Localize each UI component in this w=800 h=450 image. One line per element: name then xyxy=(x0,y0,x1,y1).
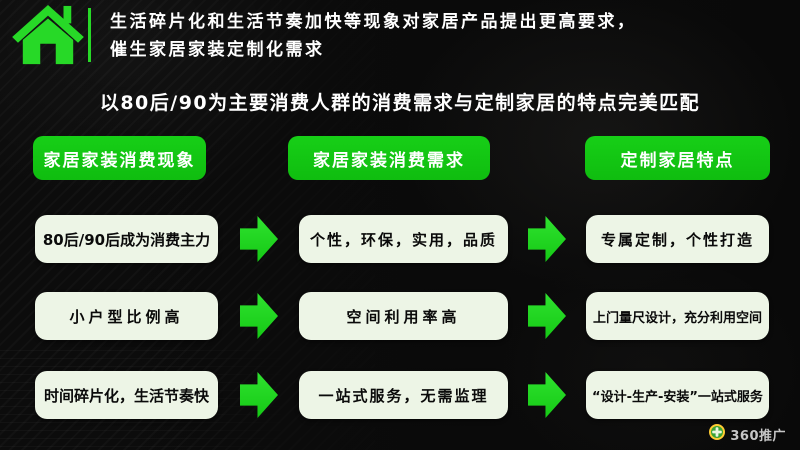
box-phenomena-1: 80后/90后成为消费主力 xyxy=(35,215,218,263)
house-icon xyxy=(8,4,88,66)
column-header-custom-home-features: 定制家居特点 xyxy=(585,136,770,180)
header-divider xyxy=(88,8,91,62)
title-line-1: 生活碎片化和生活节奏加快等现象对家居产品提出更高要求， xyxy=(110,12,637,32)
brand-footer: 360推广 xyxy=(709,424,786,444)
box-feature-3: “设计-生产-安装”一站式服务 xyxy=(586,371,769,419)
box-phenomena-3: 时间碎片化，生活节奏快 xyxy=(35,371,218,419)
brand-name: 360推广 xyxy=(730,428,786,444)
box-feature-1: 专属定制，个性打造 xyxy=(586,215,769,263)
column-header-consumption-demand: 家居家装消费需求 xyxy=(288,136,490,180)
page-title: 生活碎片化和生活节奏加快等现象对家居产品提出更高要求， 催生家居家装定制化需求 xyxy=(110,8,790,64)
subtitle: 以80后/90为主要消费人群的消费需求与定制家居的特点完美匹配 xyxy=(99,92,701,114)
column-header-consumption-phenomena: 家居家装消费现象 xyxy=(33,136,206,180)
box-demand-2: 空间利用率高 xyxy=(299,292,508,340)
box-demand-1: 个性，环保，实用，品质 xyxy=(299,215,508,263)
box-demand-3: 一站式服务，无需监理 xyxy=(299,371,508,419)
box-phenomena-2: 小户型比例高 xyxy=(35,292,218,340)
360-logo-icon xyxy=(709,424,726,444)
box-feature-2: 上门量尺设计，充分利用空间 xyxy=(586,292,769,340)
title-line-2: 催生家居家装定制化需求 xyxy=(110,40,325,60)
